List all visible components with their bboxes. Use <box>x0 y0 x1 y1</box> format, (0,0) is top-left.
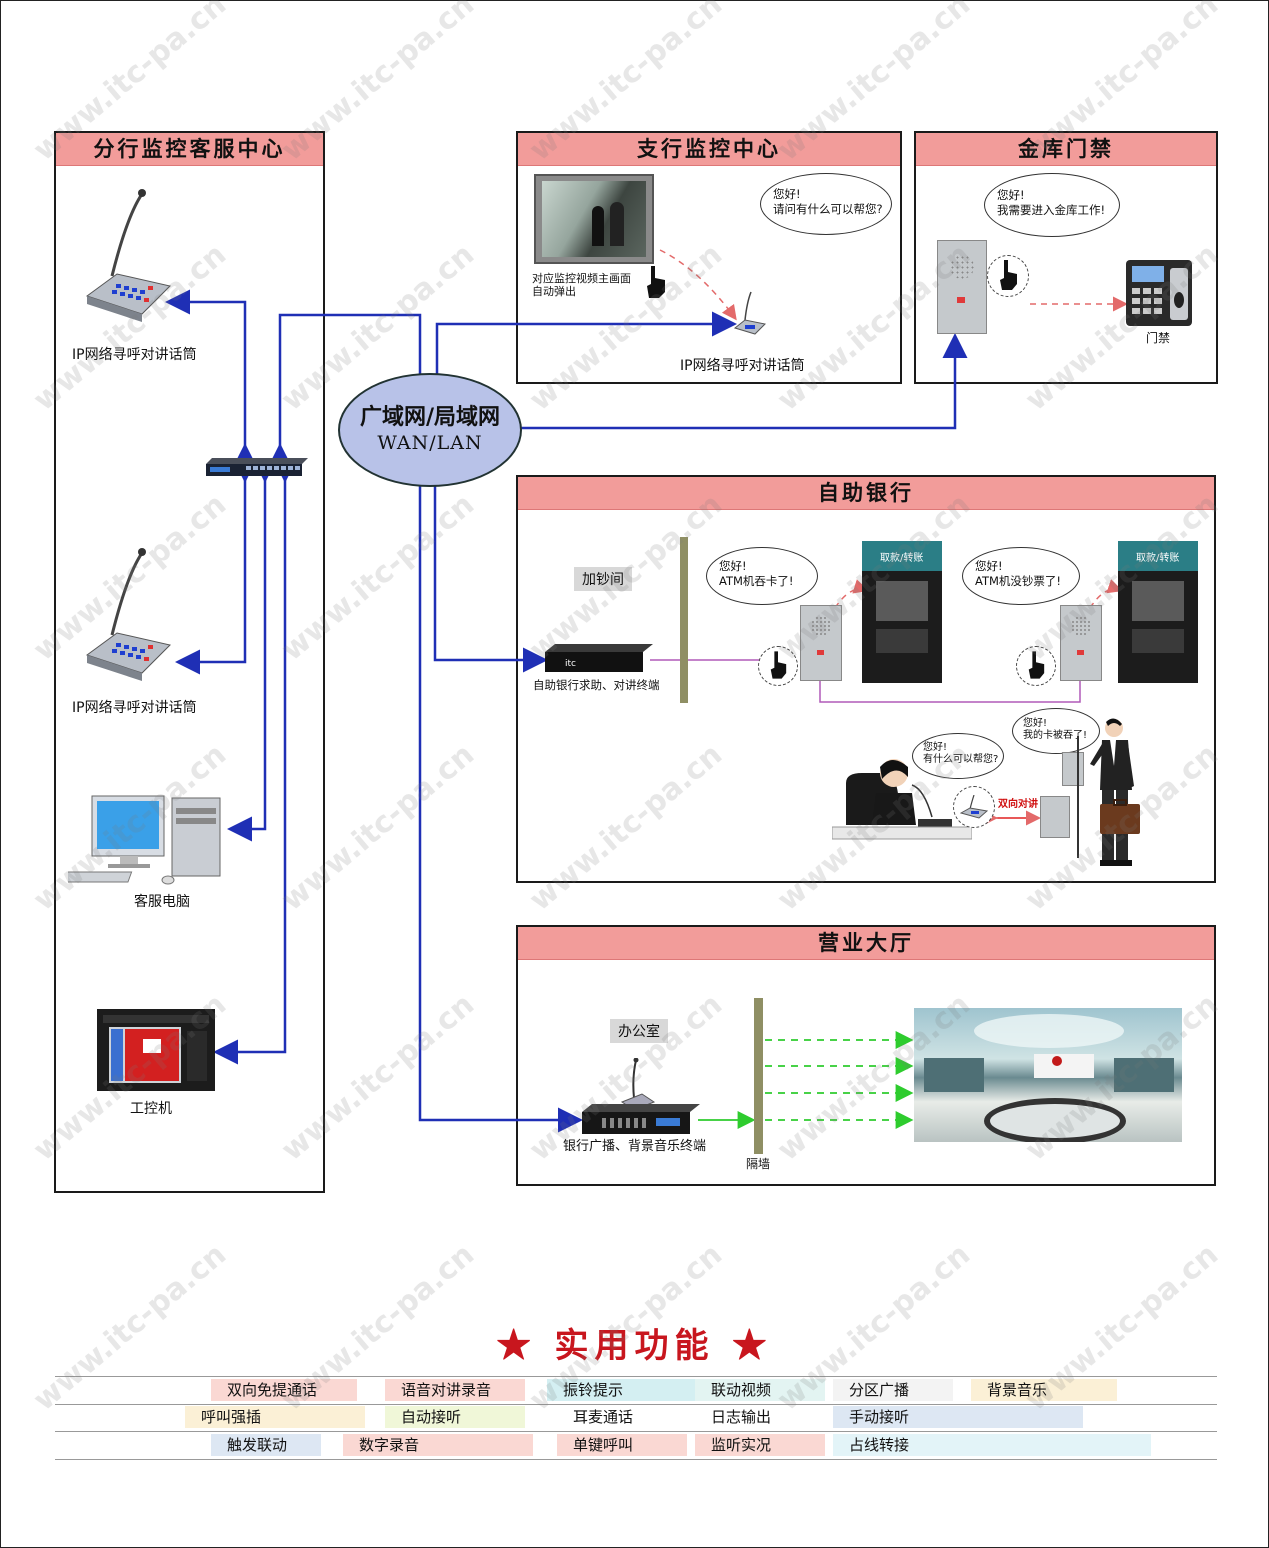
customer-wall-divider <box>1077 736 1079 858</box>
feature-row-3: 触发联动 数字录音 单键呼叫 监听实况 占线转接 <box>55 1432 1217 1460</box>
customer-speech-bubble: 您好! 我的卡被吞了! <box>1012 708 1100 754</box>
network-label-en: WAN/LAN <box>377 432 483 454</box>
feature-cell: 自动接听 <box>385 1406 525 1428</box>
feature-cell: 分区广播 <box>833 1379 953 1401</box>
wall-intercom-at-atm[interactable] <box>1062 752 1084 786</box>
atm-intercom-2[interactable] <box>1060 605 1102 681</box>
mic-2-label: IP网络寻呼对讲话筒 <box>72 700 197 716</box>
svg-text:itc: itc <box>565 659 576 669</box>
self-service-title: 自助银行 <box>518 477 1214 510</box>
atm-machine-1: 取款/转账 <box>862 541 942 683</box>
feature-cell: 双向免提通话 <box>211 1379 357 1401</box>
atm-call-button-2[interactable] <box>1016 646 1056 686</box>
access-control-device-icon[interactable] <box>1126 260 1194 328</box>
finger-press-icon <box>1028 651 1045 679</box>
atm-bubble-2-line-2: ATM机没钞票了! <box>975 574 1062 588</box>
self-service-terminal-label: 自助银行求助、对讲终端 <box>533 678 660 692</box>
feature-cell: 耳麦通话 <box>557 1406 687 1428</box>
atm-card-jam-bubble: 您好! ATM机吞卡了! <box>706 547 818 605</box>
feature-row-1: 双向免提通话 语音对讲录音 振铃提示 联动视频 分区广播 背景音乐 <box>55 1376 1217 1405</box>
desk-mic-icon <box>960 795 988 819</box>
banking-hall-photo <box>914 1008 1182 1142</box>
operator-bubble-line-2: 有什么可以帮您? <box>923 754 999 765</box>
feature-cell: 呼叫强插 <box>185 1406 365 1428</box>
mic-1-label: IP网络寻呼对讲话筒 <box>72 347 197 363</box>
self-service-terminal-icon[interactable]: itc <box>545 644 653 674</box>
subbranch-bubble-line-2: 请问有什么可以帮您? <box>773 202 883 216</box>
atm-sign-2: 取款/转账 <box>1136 553 1180 564</box>
industrial-pc-icon[interactable] <box>97 1009 215 1091</box>
subbranch-mic-label: IP网络寻呼对讲话筒 <box>680 358 805 374</box>
vault-bubble-line-2: 我需要进入金库工作! <box>997 203 1106 217</box>
paging-mic-1-icon[interactable] <box>82 186 172 326</box>
features-title: ★ 实用功能 ★ <box>496 1326 773 1366</box>
network-label-cn: 广域网/局域网 <box>359 404 501 430</box>
hand-pointer-icon <box>647 266 665 298</box>
branch-center-title: 分行监控客服中心 <box>56 133 323 166</box>
feature-cell: 触发联动 <box>211 1434 321 1456</box>
vault-title: 金库门禁 <box>916 133 1216 166</box>
feature-row-2: 呼叫强插 自动接听 耳麦通话 日志输出 手动接听 <box>55 1404 1217 1432</box>
duplex-intercom-label: 双向对讲 <box>998 799 1038 810</box>
atm-intercom-1[interactable] <box>800 605 842 681</box>
atm-machine-2: 取款/转账 <box>1118 541 1198 683</box>
hall-partition-wall <box>754 998 763 1154</box>
vault-call-button[interactable] <box>987 255 1029 297</box>
atm-bubble-2-line-1: 您好! <box>975 559 1003 573</box>
customer-with-briefcase-icon <box>1090 718 1140 866</box>
cash-room-partition <box>680 537 688 703</box>
vault-intercom-panel[interactable] <box>937 240 987 334</box>
customer-bubble-line-2: 我的卡被吞了! <box>1023 730 1088 741</box>
atm-no-cash-bubble: 您好! ATM机没钞票了! <box>962 547 1080 605</box>
feature-cell: 背景音乐 <box>971 1379 1117 1401</box>
office-tag: 办公室 <box>610 1019 668 1043</box>
finger-press-icon <box>1000 260 1017 290</box>
operator-bubble-line-1: 您好! <box>923 742 948 753</box>
feature-cell: 联动视频 <box>695 1379 825 1401</box>
feature-cell: 监听实况 <box>695 1434 825 1456</box>
atm-sign-1: 取款/转账 <box>880 553 924 564</box>
hall-terminal-label: 银行广播、背景音乐终端 <box>563 1139 707 1154</box>
cash-room-tag: 加钞间 <box>574 567 632 591</box>
feature-cell: 单键呼叫 <box>557 1434 687 1456</box>
atm-bubble-1-line-2: ATM机吞卡了! <box>719 574 794 588</box>
vault-speech-bubble: 您好! 我需要进入金库工作! <box>984 173 1120 237</box>
atm-call-button-1[interactable] <box>758 646 798 686</box>
feature-cell: 手动接听 <box>833 1406 1083 1428</box>
broadcast-music-terminal-icon[interactable] <box>582 1058 700 1136</box>
feature-cell: 振铃提示 <box>547 1379 697 1401</box>
finger-press-icon <box>770 651 787 679</box>
feature-cell: 语音对讲录音 <box>385 1379 525 1401</box>
operator-speech-bubble: 您好! 有什么可以帮您? <box>912 733 1004 779</box>
subbranch-speech-bubble: 您好! 请问有什么可以帮您? <box>760 173 892 235</box>
pc-label: 客服电脑 <box>134 894 190 910</box>
wan-lan-network-cloud[interactable]: 广域网/局域网 WAN/LAN <box>338 373 522 487</box>
paging-mic-2-icon[interactable] <box>82 545 172 685</box>
video-caption-line-2: 自动弹出 <box>532 285 576 298</box>
subbranch-paging-mic-icon[interactable] <box>733 290 767 336</box>
wall-intercom-small[interactable] <box>1040 796 1070 838</box>
network-switch-icon[interactable] <box>206 458 308 478</box>
feature-cell: 数字录音 <box>343 1434 533 1456</box>
feature-cell: 占线转接 <box>833 1434 1151 1456</box>
operator-at-desk-icon <box>832 759 972 840</box>
desk-mic-button[interactable] <box>953 786 995 828</box>
partition-wall-label: 隔墙 <box>746 1157 771 1171</box>
vault-bubble-line-1: 您好! <box>997 188 1025 202</box>
feature-cell: 日志输出 <box>695 1406 825 1428</box>
door-access-label: 门禁 <box>1146 331 1171 345</box>
video-caption-line-1: 对应监控视频主画面 <box>532 272 631 285</box>
subbranch-center-title: 支行监控中心 <box>518 133 900 166</box>
atm-bubble-1-line-1: 您好! <box>719 559 747 573</box>
customer-service-pc-icon[interactable] <box>68 794 228 886</box>
customer-bubble-line-1: 您好! <box>1023 718 1048 729</box>
subbranch-bubble-line-1: 您好! <box>773 187 801 201</box>
surveillance-video-frame[interactable] <box>534 174 654 264</box>
ipc-label: 工控机 <box>130 1101 172 1117</box>
business-hall-title: 营业大厅 <box>518 927 1214 960</box>
